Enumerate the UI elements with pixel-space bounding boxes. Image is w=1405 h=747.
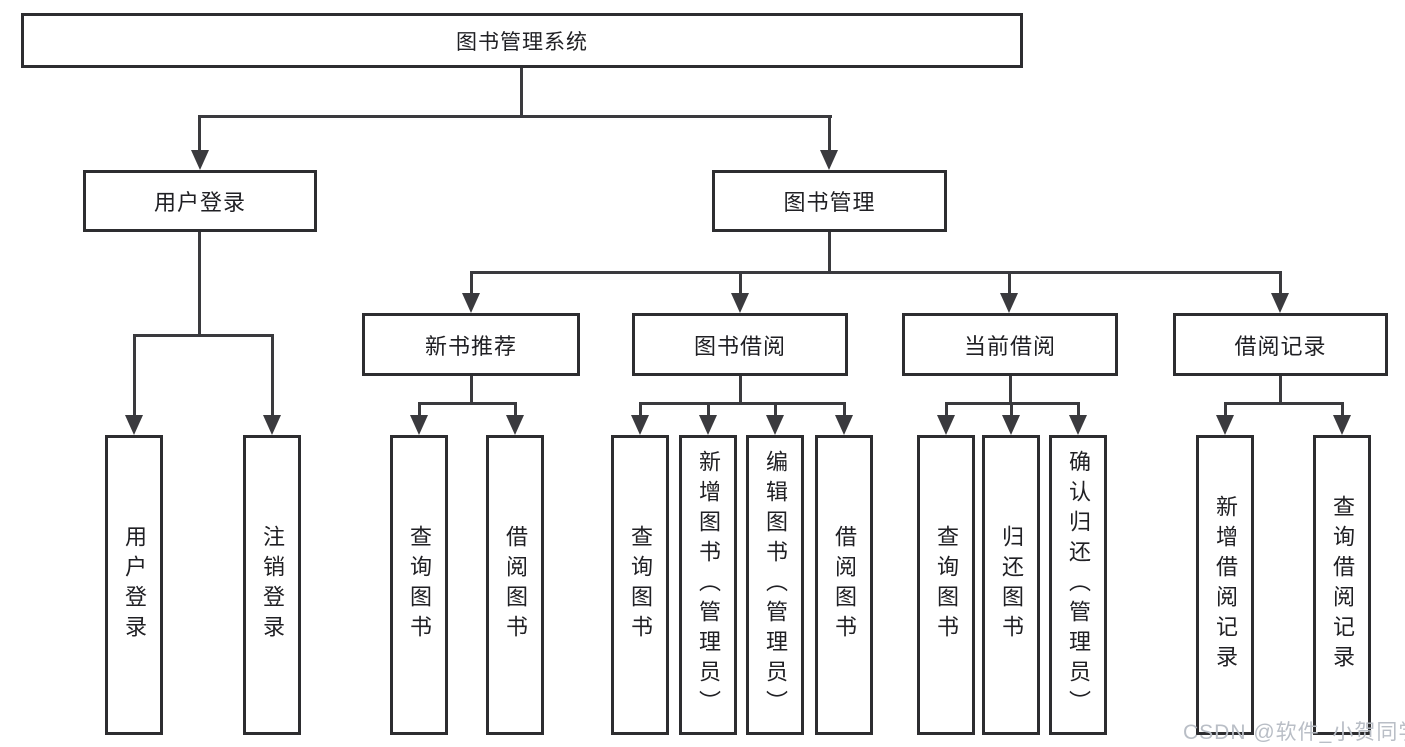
leaf-label: 新增图书（管理员） <box>696 450 721 720</box>
connector-line <box>1224 402 1227 417</box>
connector-line <box>1279 376 1282 405</box>
connector-line <box>520 68 523 118</box>
leaf-bb-borrow-books: 借阅图书 <box>815 435 873 735</box>
connector-line <box>945 402 948 417</box>
connector-line <box>1009 376 1012 405</box>
leaf-label: 确认归还（管理员） <box>1066 450 1091 720</box>
connector-line <box>739 376 742 405</box>
node-borrowing-records: 借阅记录 <box>1173 313 1388 376</box>
arrow-down-icon <box>766 415 784 435</box>
connector-line <box>470 271 1281 274</box>
leaf-nb-query-books: 查询图书 <box>390 435 448 735</box>
arrow-down-icon <box>1271 293 1289 313</box>
leaf-user-login: 用户登录 <box>105 435 163 735</box>
connector-line <box>828 232 831 274</box>
node-book-borrowing: 图书借阅 <box>632 313 848 376</box>
leaf-label: 查询借阅记录 <box>1330 495 1355 675</box>
connector-line <box>198 115 201 153</box>
connector-line <box>1077 402 1080 417</box>
connector-line <box>1224 402 1344 405</box>
arrow-down-icon <box>1002 415 1020 435</box>
leaf-logout: 注销登录 <box>243 435 301 735</box>
leaf-label: 新增借阅记录 <box>1213 495 1238 675</box>
leaf-label: 查询图书 <box>934 525 959 645</box>
connector-line <box>639 402 845 405</box>
arrow-down-icon <box>820 150 838 170</box>
connector-line <box>1341 402 1344 417</box>
arrow-down-icon <box>1069 415 1087 435</box>
connector-line <box>133 334 274 337</box>
connector-line <box>739 271 742 297</box>
connector-line <box>514 402 517 417</box>
arrow-down-icon <box>125 415 143 435</box>
leaf-cb-query-books: 查询图书 <box>917 435 975 735</box>
arrow-down-icon <box>1333 415 1351 435</box>
connector-line <box>418 402 421 417</box>
arrow-down-icon <box>462 293 480 313</box>
leaf-bb-edit-books-admin: 编辑图书（管理员） <box>746 435 804 735</box>
leaf-bb-query-books: 查询图书 <box>611 435 669 735</box>
node-book-management: 图书管理 <box>712 170 947 232</box>
arrow-down-icon <box>506 415 524 435</box>
arrow-down-icon <box>937 415 955 435</box>
csdn-watermark: CSDN @软件_小贺同学 <box>1183 721 1405 744</box>
leaf-bb-add-books-admin: 新增图书（管理员） <box>679 435 737 735</box>
arrow-down-icon <box>835 415 853 435</box>
leaf-br-query-record: 查询借阅记录 <box>1313 435 1371 735</box>
connector-line <box>828 115 831 153</box>
connector-line <box>1008 271 1011 297</box>
leaf-label: 查询图书 <box>407 525 432 645</box>
connector-line <box>198 232 201 337</box>
connector-line <box>470 376 473 405</box>
arrow-down-icon <box>699 415 717 435</box>
node-new-book-recommend: 新书推荐 <box>362 313 580 376</box>
leaf-label: 用户登录 <box>122 525 147 645</box>
node-library-system: 图书管理系统 <box>21 13 1023 68</box>
connector-line <box>774 402 777 417</box>
arrow-down-icon <box>191 150 209 170</box>
leaf-label: 借阅图书 <box>503 525 528 645</box>
leaf-cb-confirm-return-admin: 确认归还（管理员） <box>1049 435 1107 735</box>
connector-line <box>271 334 274 419</box>
arrow-down-icon <box>1000 293 1018 313</box>
connector-line <box>198 115 832 118</box>
arrow-down-icon <box>263 415 281 435</box>
connector-line <box>418 402 517 405</box>
connector-line <box>707 402 710 417</box>
leaf-label: 归还图书 <box>999 525 1024 645</box>
arrow-down-icon <box>731 293 749 313</box>
leaf-cb-return-books: 归还图书 <box>982 435 1040 735</box>
leaf-label: 编辑图书（管理员） <box>763 450 788 720</box>
connector-line <box>639 402 642 417</box>
leaf-label: 查询图书 <box>628 525 653 645</box>
arrow-down-icon <box>631 415 649 435</box>
leaf-nb-borrow-books: 借阅图书 <box>486 435 544 735</box>
leaf-label: 借阅图书 <box>832 525 857 645</box>
connector-line <box>470 271 473 297</box>
connector-line <box>133 334 136 419</box>
connector-line <box>1010 402 1013 417</box>
connector-line <box>1279 271 1282 297</box>
connector-line <box>843 402 846 417</box>
leaf-label: 注销登录 <box>260 525 285 645</box>
node-current-borrowing: 当前借阅 <box>902 313 1118 376</box>
arrow-down-icon <box>1216 415 1234 435</box>
arrow-down-icon <box>410 415 428 435</box>
node-user-login: 用户登录 <box>83 170 317 232</box>
leaf-br-add-record: 新增借阅记录 <box>1196 435 1254 735</box>
